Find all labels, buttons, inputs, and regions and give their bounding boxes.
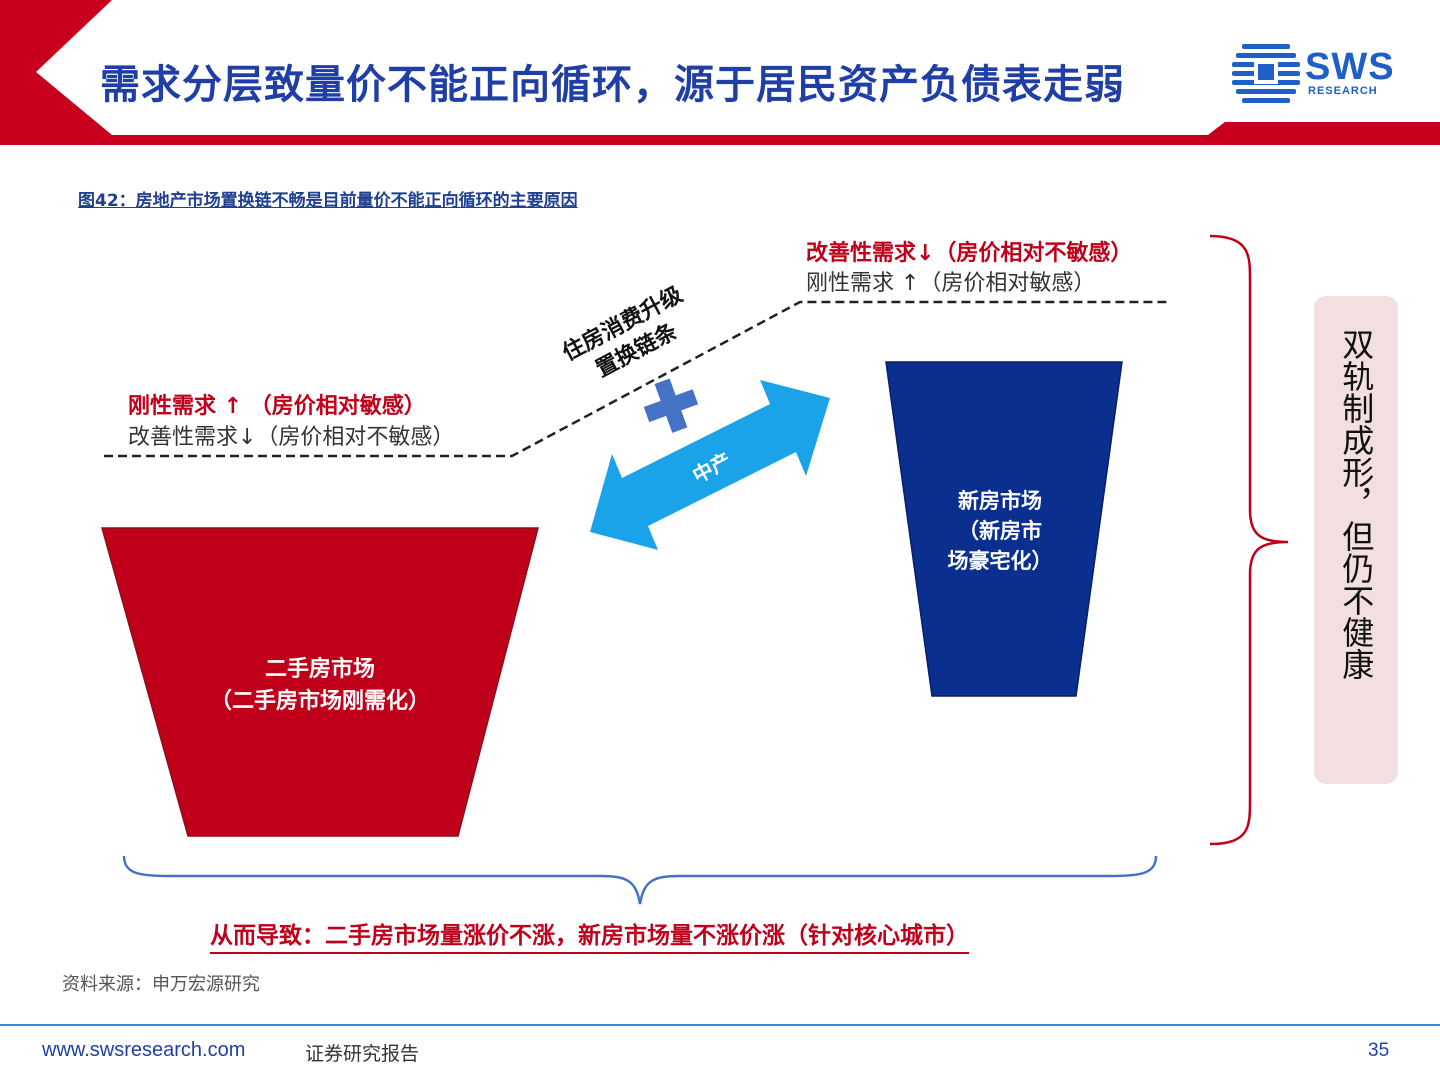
page-number: 35 <box>1368 1040 1390 1061</box>
plus-icon <box>643 378 699 433</box>
new-house-market-funnel <box>885 361 1123 697</box>
sws-logo-icon <box>1232 44 1300 103</box>
footer-website-link[interactable]: www.swsresearch.com <box>42 1039 246 1061</box>
right-funnel-line3: 场豪宅化） <box>947 549 1053 573</box>
source-note: 资料来源：申万宏源研究 <box>62 974 260 995</box>
left-tier-line2: 改善性需求↓（房价相对不敏感） <box>128 425 455 450</box>
side-note-box <box>1314 296 1398 784</box>
page-title: 需求分层致量价不能正向循环，源于居民资产负债表走弱 <box>100 61 1125 108</box>
tier-dashed-line <box>104 300 1170 458</box>
left-tier-line1: 刚性需求 ↑ （房价相对敏感） <box>128 394 426 419</box>
right-funnel-label: 新房市场 （新房市 场豪宅化） <box>910 486 1090 576</box>
bottom-brace <box>122 855 1158 905</box>
left-funnel-label: 二手房市场 （二手房市场刚需化） <box>160 654 480 718</box>
logo-text: SWS <box>1305 46 1395 88</box>
right-brace <box>1209 234 1289 846</box>
right-tier-line2: 刚性需求 ↑（房价相对敏感） <box>806 271 1096 296</box>
logo-subtitle: RESEARCH <box>1308 85 1378 97</box>
right-funnel-line1: 新房市场 <box>958 489 1042 513</box>
figure-caption: 图42：房地产市场置换链不畅是目前量价不能正向循环的主要原因 <box>78 191 578 211</box>
footer-divider <box>0 1024 1440 1026</box>
side-note-text: 双轨制成形，但仍不健康 <box>1337 328 1376 680</box>
middle-class-double-arrow <box>590 380 830 550</box>
footer-report-label: 证券研究报告 <box>305 1043 420 1065</box>
conclusion-text: 从而导致：二手房市场量涨价不涨，新房市场量不涨价涨（针对核心城市） <box>210 916 969 954</box>
second-hand-market-funnel <box>101 527 539 837</box>
left-funnel-line2: （二手房市场刚需化） <box>209 689 430 714</box>
left-funnel-line1: 二手房市场 <box>264 657 375 682</box>
right-tier-line1: 改善性需求↓（房价相对不敏感） <box>806 241 1133 266</box>
header-background <box>0 0 1440 145</box>
right-funnel-line2: （新房市 <box>958 519 1042 543</box>
